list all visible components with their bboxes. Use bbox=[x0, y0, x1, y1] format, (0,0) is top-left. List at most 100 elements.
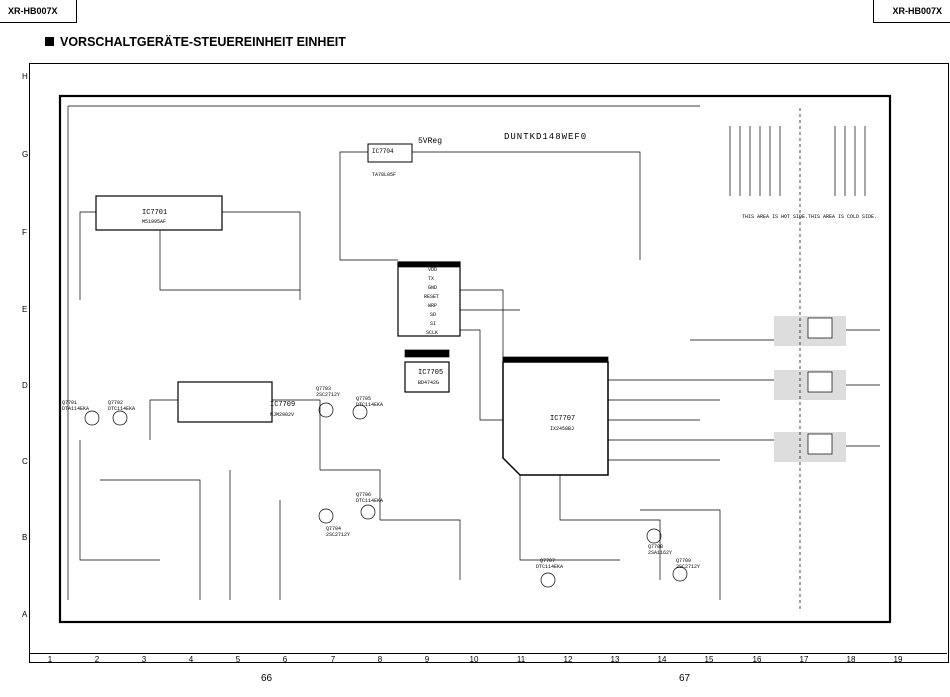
col-label-10: 10 bbox=[469, 655, 479, 664]
ic7707-pins-top bbox=[502, 356, 609, 363]
ic7701-ref: IC7701 bbox=[142, 209, 167, 217]
connector-pin-6: SD bbox=[430, 312, 436, 318]
row-label-e: E bbox=[22, 305, 28, 314]
page-number-left: 66 bbox=[261, 673, 273, 684]
q7705-ref: Q7705 bbox=[356, 396, 371, 402]
row-label-g: G bbox=[22, 150, 29, 159]
row-label-a: A bbox=[22, 610, 28, 619]
connector-header bbox=[397, 261, 461, 268]
ic7701-part: M51995AF bbox=[142, 219, 166, 225]
q7707-symbol bbox=[540, 572, 556, 588]
q7702-ref: Q7702 bbox=[108, 400, 123, 406]
page-number-right: 67 bbox=[679, 673, 691, 684]
ic7704-part: TA78L05F bbox=[372, 172, 396, 178]
q7707-part: DTC114EKA bbox=[536, 564, 563, 570]
q7702-symbol bbox=[112, 410, 128, 426]
col-label-18: 18 bbox=[846, 655, 856, 664]
ic7709-body bbox=[177, 381, 273, 423]
col-label-13: 13 bbox=[610, 655, 620, 664]
q7706-symbol bbox=[360, 504, 376, 520]
row-label-c: C bbox=[22, 457, 28, 466]
connector-pin-7: SI bbox=[430, 321, 436, 327]
cold-side-note: THIS AREA IS COLD SIDE. bbox=[808, 214, 877, 220]
q7706-ref: Q7706 bbox=[356, 492, 371, 498]
wiring-5 bbox=[690, 329, 880, 447]
opto2-body bbox=[807, 371, 833, 393]
opto3-body bbox=[807, 433, 833, 455]
col-label-6: 6 bbox=[282, 655, 288, 664]
q7701-symbol bbox=[84, 410, 100, 426]
ic7704-body bbox=[367, 143, 413, 163]
q7705-symbol bbox=[352, 404, 368, 420]
schematic-frame bbox=[29, 63, 949, 663]
wiring-2 bbox=[339, 151, 641, 261]
power-rail bbox=[67, 105, 700, 600]
q7709-ref: Q7709 bbox=[676, 558, 691, 564]
ic7705-pins bbox=[404, 349, 450, 358]
opto1-body bbox=[807, 317, 833, 339]
col-label-12: 12 bbox=[563, 655, 573, 664]
col-label-15: 15 bbox=[704, 655, 714, 664]
ic7705-part: BD4742G bbox=[418, 380, 439, 386]
col-label-9: 9 bbox=[424, 655, 430, 664]
wiring-8 bbox=[79, 440, 281, 600]
wiring-6 bbox=[149, 399, 461, 580]
wiring-3 bbox=[460, 289, 520, 421]
q7709-part: 2SC2712Y bbox=[676, 564, 700, 570]
q7704-symbol bbox=[318, 508, 334, 524]
model-tag-left: XR-HB007X bbox=[0, 0, 77, 23]
model-tag-right: XR-HB007X bbox=[873, 0, 950, 23]
connector-pin-2: TX bbox=[428, 276, 434, 282]
ic7709-ref: IC7709 bbox=[270, 401, 295, 409]
ic7705-ref: IC7705 bbox=[418, 369, 443, 377]
right-connector-a bbox=[729, 126, 781, 196]
q7708-ref: Q7708 bbox=[648, 544, 663, 550]
regulator-label: 5VReg bbox=[418, 137, 442, 146]
page-title: VORSCHALTGERÄTE-STEUEREINHEIT EINHEIT bbox=[45, 35, 346, 49]
connector-pin-3: GND bbox=[428, 285, 437, 291]
page-title-text: VORSCHALTGERÄTE-STEUEREINHEIT EINHEIT bbox=[60, 35, 346, 49]
q7708-part: 2SA1162Y bbox=[648, 550, 672, 556]
ic7709-part: NJM2902V bbox=[270, 412, 294, 418]
col-label-4: 4 bbox=[188, 655, 194, 664]
connector-pin-4: RESET bbox=[424, 294, 439, 300]
connector-pin-8: SCLK bbox=[426, 330, 438, 336]
q7708-symbol bbox=[646, 528, 662, 544]
q7703-symbol bbox=[318, 402, 334, 418]
col-label-5: 5 bbox=[235, 655, 241, 664]
ic7704-ref: IC7704 bbox=[372, 148, 394, 155]
col-label-19: 19 bbox=[893, 655, 903, 664]
row-label-f: F bbox=[22, 228, 27, 237]
q7707-ref: Q7707 bbox=[540, 558, 555, 564]
col-label-11: 11 bbox=[516, 655, 526, 664]
col-label-8: 8 bbox=[377, 655, 383, 664]
right-connector-b bbox=[834, 126, 866, 196]
board-name-label: DUNTKD148WEF0 bbox=[504, 132, 587, 142]
q7701-ref: Q7701 bbox=[62, 400, 77, 406]
connector-pin-5: WRP bbox=[428, 303, 437, 309]
q7703-ref: Q7703 bbox=[316, 386, 331, 392]
column-strip bbox=[29, 653, 947, 664]
col-label-2: 2 bbox=[94, 655, 100, 664]
q7709-symbol bbox=[672, 566, 688, 582]
q7704-part: 2SC2712Y bbox=[326, 532, 350, 538]
wiring-7 bbox=[519, 475, 721, 600]
row-label-b: B bbox=[22, 533, 28, 542]
ic7707-ref: IC7707 bbox=[550, 415, 575, 423]
col-label-1: 1 bbox=[47, 655, 53, 664]
ic7705-body bbox=[404, 361, 450, 393]
col-label-3: 3 bbox=[141, 655, 147, 664]
q7703-part: 2SC2712Y bbox=[316, 392, 340, 398]
col-label-16: 16 bbox=[752, 655, 762, 664]
q7705-part: DTC114EKA bbox=[356, 402, 383, 408]
ic7707-part: IX2458BJ bbox=[550, 426, 574, 432]
connector-pin-1: VDD bbox=[428, 267, 437, 273]
ic7701-body bbox=[95, 195, 223, 231]
bullet-square-icon bbox=[45, 37, 54, 46]
q7706-part: DTC114EKA bbox=[356, 498, 383, 504]
wiring-4 bbox=[608, 379, 720, 461]
col-label-14: 14 bbox=[657, 655, 667, 664]
col-label-17: 17 bbox=[799, 655, 809, 664]
hot-side-note: THIS AREA IS HOT SIDE. bbox=[742, 214, 808, 220]
